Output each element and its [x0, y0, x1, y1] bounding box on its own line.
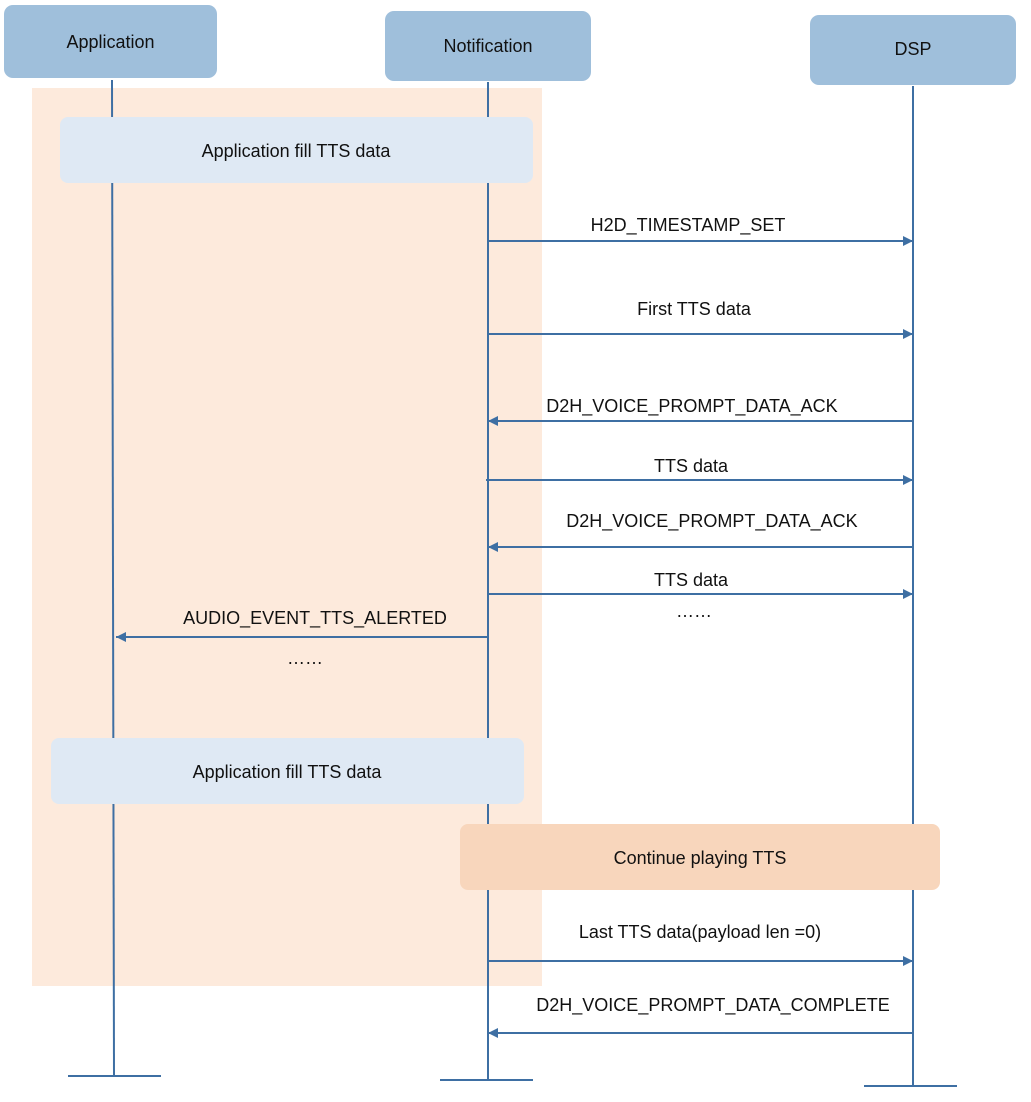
ellipsis-dsp-side: ……: [676, 601, 712, 621]
participant-label: Notification: [443, 36, 532, 56]
message-label: First TTS data: [637, 299, 752, 319]
participant-application: Application: [4, 5, 217, 78]
message-audio-event-tts-alerted: AUDIO_EVENT_TTS_ALERTED: [116, 608, 488, 642]
message-data-ack-2: D2H_VOICE_PROMPT_DATA_ACK: [488, 511, 913, 552]
lifeline-application: [111, 79, 115, 1077]
participant-label: Application: [66, 32, 154, 52]
note-text: Application fill TTS data: [202, 141, 392, 161]
message-h2d-timestamp-set: H2D_TIMESTAMP_SET: [488, 215, 913, 246]
message-first-tts-data: First TTS data: [488, 299, 913, 339]
note-continue-playing: Continue playing TTS: [460, 824, 940, 890]
highlight-region: [32, 88, 542, 986]
note-text: Application fill TTS data: [193, 762, 383, 782]
participant-dsp: DSP: [810, 15, 1016, 85]
message-label: D2H_VOICE_PROMPT_DATA_COMPLETE: [536, 995, 889, 1016]
message-tts-data-2: TTS data: [488, 570, 913, 599]
message-label: D2H_VOICE_PROMPT_DATA_ACK: [566, 511, 857, 532]
participant-label: DSP: [894, 39, 931, 59]
message-label: D2H_VOICE_PROMPT_DATA_ACK: [546, 396, 837, 417]
message-label: Last TTS data(payload len =0): [579, 922, 821, 942]
message-label: TTS data: [654, 570, 729, 590]
note-application-fill-1: Application fill TTS data: [60, 117, 533, 183]
message-data-complete: D2H_VOICE_PROMPT_DATA_COMPLETE: [488, 995, 913, 1038]
participant-notification: Notification: [385, 11, 591, 81]
note-text: Continue playing TTS: [614, 848, 787, 868]
message-tts-data-1: TTS data: [486, 456, 913, 485]
message-label: TTS data: [654, 456, 729, 476]
note-application-fill-2: Application fill TTS data: [51, 738, 524, 804]
message-label: AUDIO_EVENT_TTS_ALERTED: [183, 608, 447, 629]
message-data-ack-1: D2H_VOICE_PROMPT_DATA_ACK: [488, 396, 913, 426]
ellipsis-application-side: ……: [287, 648, 323, 668]
message-last-tts-data: Last TTS data(payload len =0): [488, 922, 913, 966]
message-label: H2D_TIMESTAMP_SET: [591, 215, 786, 236]
